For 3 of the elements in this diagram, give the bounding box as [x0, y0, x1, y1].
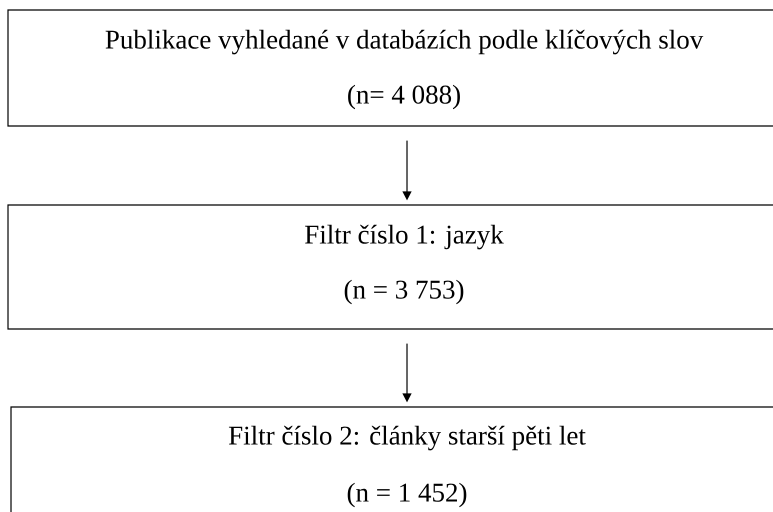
process-box: Filtr číslo 2: články starší pěti let (n = 1 452) [10, 406, 773, 512]
process-box: Publikace vyhledané v databázích podle klíčových slov (n= 4 088) [7, 9, 773, 127]
process-box: Filtr číslo 1: jazyk (n = 3 753) [7, 204, 773, 330]
